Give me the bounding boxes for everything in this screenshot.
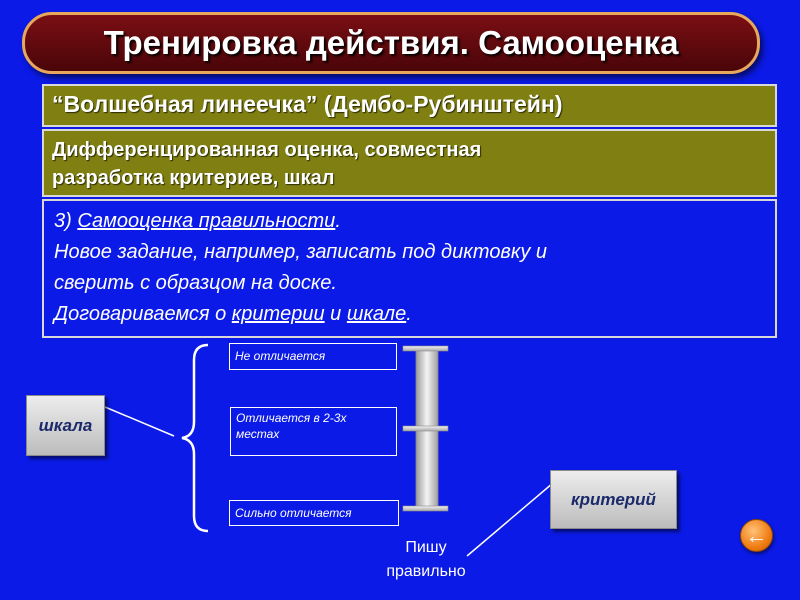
ruler-tick-bottom: [402, 505, 449, 512]
task-line-4-start: Договариваемся о: [54, 303, 232, 325]
page-title: Тренировка действия. Самооценка: [103, 24, 679, 61]
self-assessment-link[interactable]: Самооценка правильности: [77, 210, 336, 232]
ruler-tick-middle: [402, 425, 449, 432]
back-arrow-icon: ←: [745, 522, 768, 548]
back-button[interactable]: ←: [740, 519, 773, 552]
task-line-4-mid: и: [324, 303, 347, 325]
method-title: “Волшебная линеечка” (Дембо-Рубинштейн): [42, 84, 777, 127]
level-middle-label: Отличается в 2-3х местах: [230, 407, 397, 456]
scale-box: шкала: [26, 395, 105, 456]
method-description-line-2: разработка критериев, шкал: [52, 167, 335, 189]
task-number: 3): [54, 210, 78, 232]
criterion-connector-line: [466, 482, 554, 557]
task-line-1: 3) Самооценка правильности.: [54, 206, 775, 237]
caption-line-2: правильно: [386, 563, 466, 580]
ruler-tick-top: [402, 345, 449, 352]
title-banner: Тренировка действия. Самооценка: [22, 12, 760, 74]
curly-brace: [181, 343, 209, 533]
method-description-line-1: Дифференцированная оценка, совместная: [52, 139, 482, 161]
scale-link[interactable]: шкале: [346, 303, 407, 325]
task-line-4-end: .: [406, 303, 412, 325]
task-line-2: Новое задание, например, записать под ди…: [54, 241, 547, 263]
scale-connector-line: [104, 406, 175, 437]
criterion-link[interactable]: критерии: [231, 303, 325, 325]
method-description: Дифференцированная оценка, совместная ра…: [42, 129, 777, 197]
task-line-3: сверить с образцом на доске.: [54, 272, 337, 294]
level-top-label: Не отличается: [229, 343, 397, 370]
task-line-4: Договариваемся о критерии и шкале.: [54, 299, 775, 330]
caption-line-1: Пишу: [405, 539, 447, 556]
task-box: 3) Самооценка правильности. Новое задани…: [42, 199, 777, 338]
criterion-box: критерий: [550, 470, 677, 529]
caption: Пишу правильно: [368, 536, 484, 584]
level-bottom-label: Сильно отличается: [229, 500, 399, 526]
task-line-1-end: .: [335, 210, 341, 232]
